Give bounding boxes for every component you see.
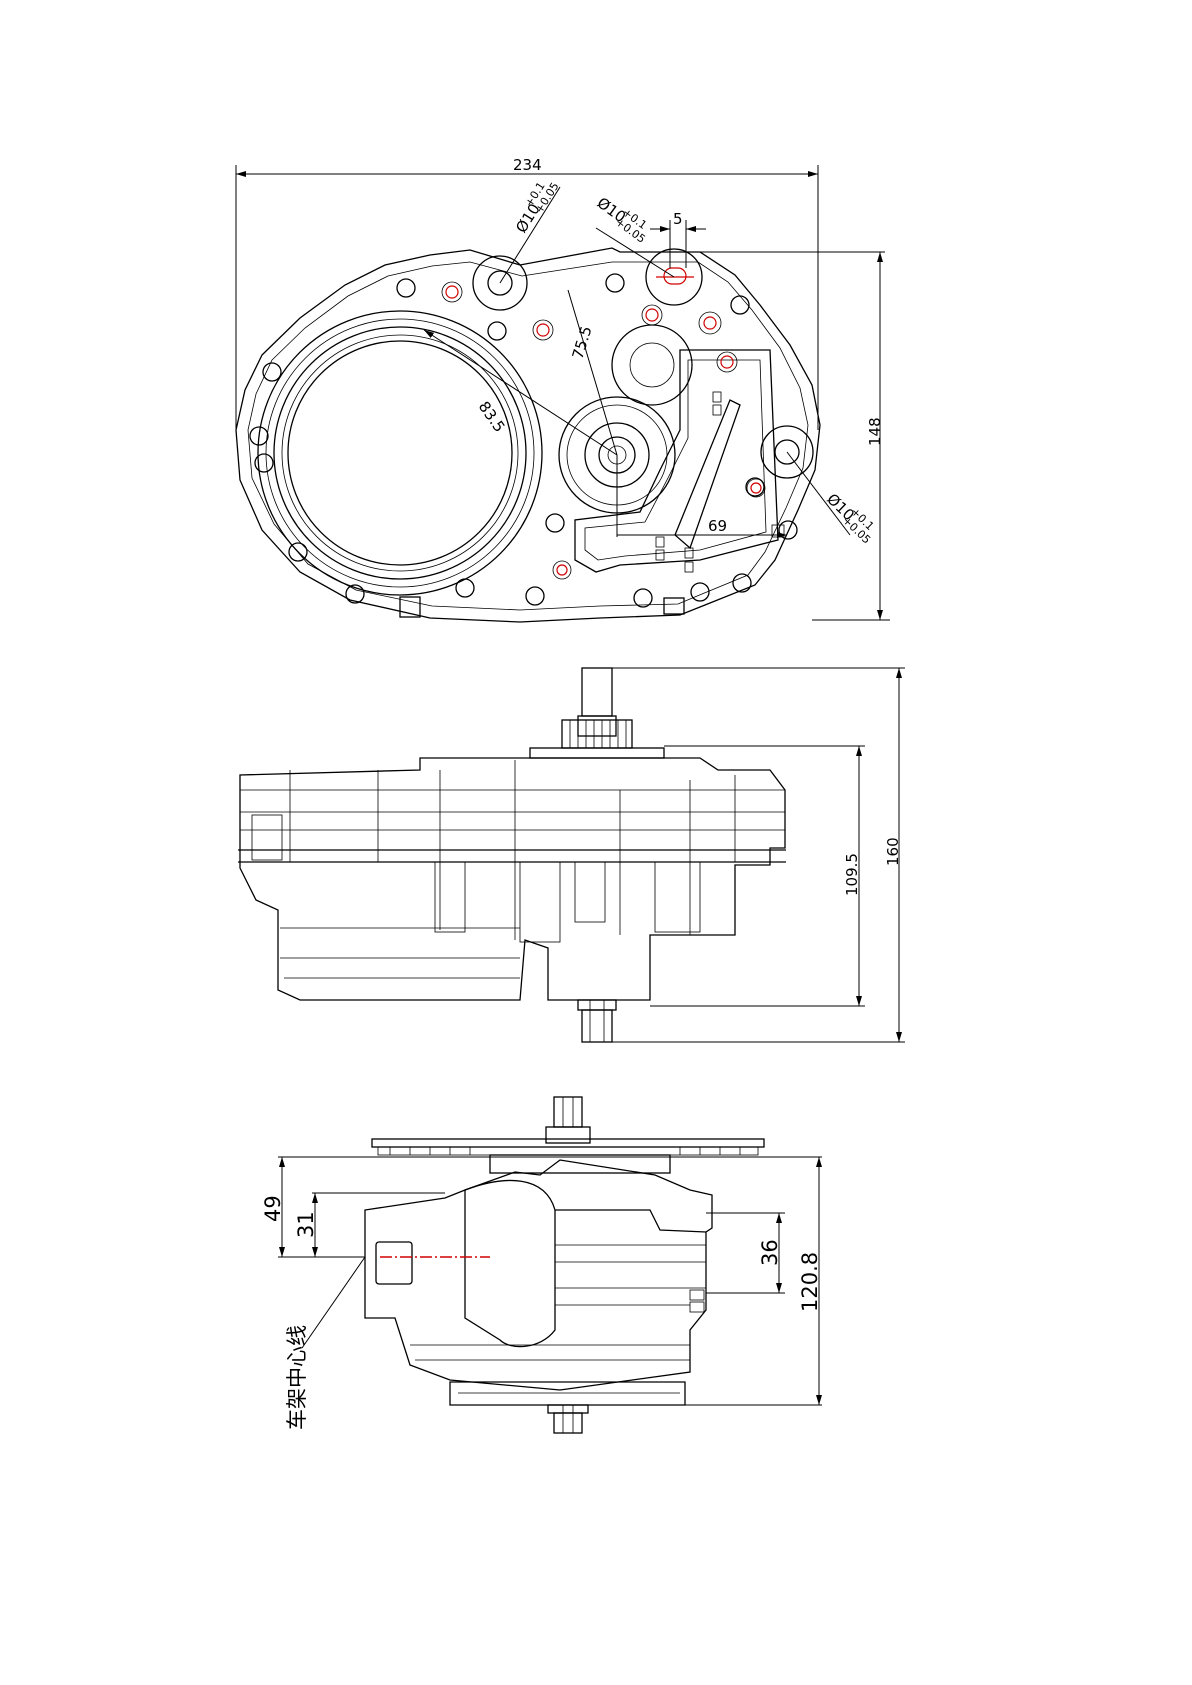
rotor-circles bbox=[258, 311, 542, 595]
dim-hole-b: Ø10 +0.1 +0.05 bbox=[592, 190, 655, 245]
top-view: 234 148 5 69 75.5 83.5 Ø10 +0.1 +0.05 Ø1… bbox=[236, 156, 890, 622]
side-top-shaft bbox=[530, 668, 664, 758]
side-bottom-shaft bbox=[578, 1000, 616, 1042]
centerline-label: 车架中心线 bbox=[285, 1325, 309, 1430]
dim-total-label: 120.8 bbox=[798, 1252, 822, 1312]
bottom-view: 49 31 36 120.8 车架中心线 bbox=[261, 1097, 822, 1433]
side-body bbox=[238, 758, 786, 1000]
dim-offset-label: 69 bbox=[708, 517, 727, 535]
dim-width-label: 234 bbox=[513, 156, 542, 174]
internal-pocket bbox=[575, 350, 784, 572]
dim-radius-small-label: 75.5 bbox=[569, 324, 596, 361]
side-dims bbox=[612, 668, 905, 1042]
top-leaders bbox=[424, 187, 885, 537]
dim-c-label: 36 bbox=[758, 1239, 782, 1266]
dim-hole-c: Ø10 +0.1 +0.05 bbox=[821, 487, 881, 546]
side-view: 109.5 160 bbox=[238, 668, 905, 1042]
dim-a-label: 49 bbox=[261, 1195, 285, 1222]
dim-slot-label: 5 bbox=[673, 210, 683, 228]
dim-b-label: 31 bbox=[294, 1211, 318, 1238]
bottom-body bbox=[365, 1160, 712, 1405]
dim-radius-large-label: 83.5 bbox=[475, 398, 509, 436]
dim-total-height-label: 160 bbox=[884, 837, 902, 866]
dim-hole-a: Ø10 +0.1 +0.05 bbox=[509, 174, 562, 238]
dim-height-label: 148 bbox=[866, 417, 884, 446]
dim-body-height-label: 109.5 bbox=[843, 853, 861, 896]
bottom-dims bbox=[278, 1157, 822, 1405]
housing-outline bbox=[236, 248, 820, 622]
bottom-top-shaft bbox=[546, 1097, 590, 1143]
bottom-bottom-shaft bbox=[548, 1405, 588, 1433]
housing-inner-outline bbox=[248, 262, 808, 610]
chainring bbox=[372, 1139, 764, 1173]
